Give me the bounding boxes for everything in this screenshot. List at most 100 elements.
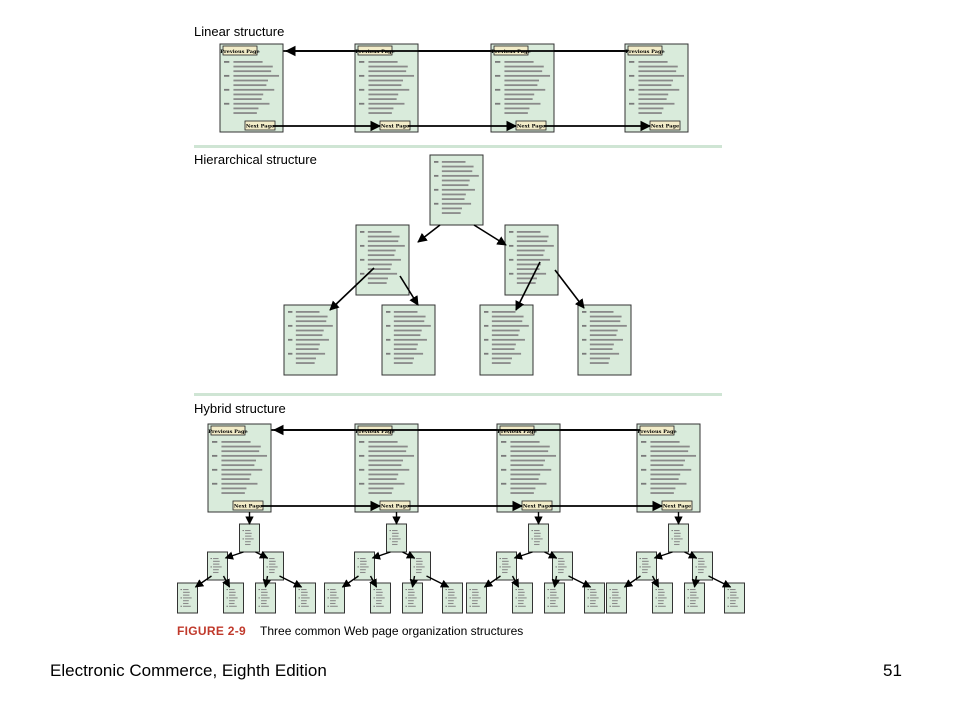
hybrid-tree-level3 xyxy=(512,582,533,614)
hybrid-tree-level2 xyxy=(552,551,573,581)
previous-page-button: Previous Page xyxy=(637,425,677,436)
previous-page-label: Previous Page xyxy=(497,429,536,435)
next-page-button: Next Page xyxy=(521,500,553,511)
hybrid-tree-level3 xyxy=(295,582,316,614)
hybrid-tree-level3 xyxy=(223,582,244,614)
hybrid-tree-arrow xyxy=(684,550,698,559)
divider-hierarchical xyxy=(194,393,722,396)
hybrid-tree-arrow xyxy=(483,575,501,588)
hierarchy-root-page xyxy=(429,154,484,226)
next-page-button: Next Page xyxy=(244,120,276,131)
hierarchy-level2-page xyxy=(355,224,410,296)
linear-structure-title: Linear structure xyxy=(194,24,285,39)
hybrid-tree-level3 xyxy=(606,582,627,614)
hybrid-tree-arrow xyxy=(568,575,592,588)
hierarchy-arrow xyxy=(515,261,541,311)
next-page-label: Next Page xyxy=(651,124,679,130)
hybrid-tree-level3 xyxy=(544,582,565,614)
hierarchy-arrow xyxy=(554,269,585,309)
next-page-label: Next Page xyxy=(381,504,409,510)
next-page-label: Next Page xyxy=(234,504,262,510)
previous-page-button: Previous Page xyxy=(625,45,665,56)
previous-page-label: Previous Page xyxy=(208,429,247,435)
next-page-button: Next Page xyxy=(661,500,693,511)
hybrid-tree-level3 xyxy=(584,582,605,614)
hybrid-tree-level3 xyxy=(177,582,198,614)
hybrid-tree-arrow xyxy=(691,575,700,588)
hierarchy-arrow xyxy=(399,275,419,306)
previous-page-label: Previous Page xyxy=(220,49,259,55)
hierarchical-structure-title: Hierarchical structure xyxy=(194,152,317,167)
hybrid-tree-arrow xyxy=(651,575,660,588)
hybrid-tree-arrow xyxy=(262,575,271,588)
next-page-button: Next Page xyxy=(379,500,411,511)
hybrid-tree-level2 xyxy=(263,551,284,581)
hybrid-tree-level2 xyxy=(692,551,713,581)
hybrid-tree-root xyxy=(239,523,260,553)
hierarchy-arrow xyxy=(417,224,441,243)
next-page-label: Next Page xyxy=(523,504,551,510)
hybrid-tree-arrow xyxy=(371,551,391,560)
hybrid-tree-arrow xyxy=(402,550,416,559)
next-page-button: Next Page xyxy=(232,500,264,511)
hybrid-tree-arrow xyxy=(255,550,269,559)
hybrid-tree-level3 xyxy=(684,582,705,614)
hybrid-tree-arrow xyxy=(224,551,244,560)
hybrid-tree-arrow xyxy=(511,575,520,588)
next-page-button: Next Page xyxy=(515,120,547,131)
hybrid-tree-level3 xyxy=(370,582,391,614)
hybrid-tree-arrow xyxy=(279,575,303,588)
hybrid-tree-arrow xyxy=(222,575,231,588)
hybrid-tree-root xyxy=(386,523,407,553)
hybrid-tree-arrow xyxy=(653,551,673,560)
hybrid-tree-level2 xyxy=(354,551,375,581)
hybrid-tree-level3 xyxy=(324,582,345,614)
previous-page-button: Previous Page xyxy=(208,425,248,436)
hybrid-tree-arrow xyxy=(341,575,359,588)
figure-caption: FIGURE 2-9 Three common Web page organiza… xyxy=(177,624,523,638)
figure-caption-text: Three common Web page organization struc… xyxy=(260,624,524,638)
hybrid-tree-level3 xyxy=(442,582,463,614)
previous-page-label: Previous Page xyxy=(625,49,664,55)
hybrid-tree-level2 xyxy=(636,551,657,581)
hybrid-tree-level2 xyxy=(496,551,517,581)
hybrid-tree-arrow xyxy=(369,575,378,588)
hybrid-tree-arrow xyxy=(513,551,533,560)
next-page-label: Next Page xyxy=(381,124,409,130)
hierarchy-level2-page xyxy=(504,224,559,296)
next-page-button: Next Page xyxy=(649,120,681,131)
hybrid-tree-arrow xyxy=(544,550,558,559)
hierarchy-level3-page xyxy=(283,304,338,376)
hybrid-tree-level3 xyxy=(652,582,673,614)
previous-page-button: Previous Page xyxy=(220,45,260,56)
hybrid-tree-arrow xyxy=(409,575,418,588)
hybrid-tree-arrow xyxy=(194,575,212,588)
hybrid-tree-level2 xyxy=(207,551,228,581)
hierarchy-level3-page xyxy=(479,304,534,376)
figure-label: FIGURE 2-9 xyxy=(177,624,247,638)
previous-page-label: Previous Page xyxy=(637,429,676,435)
hybrid-tree-level3 xyxy=(255,582,276,614)
next-page-label: Next Page xyxy=(517,124,545,130)
hybrid-tree-root xyxy=(668,523,689,553)
next-page-label: Next Page xyxy=(663,504,691,510)
hierarchy-level3-page xyxy=(577,304,632,376)
previous-page-label: Previous Page xyxy=(355,429,394,435)
hybrid-structure-title: Hybrid structure xyxy=(194,401,286,416)
hybrid-tree-level3 xyxy=(466,582,487,614)
hierarchy-level3-page xyxy=(381,304,436,376)
hybrid-tree-arrow xyxy=(551,575,560,588)
hierarchy-arrow xyxy=(329,267,375,311)
hybrid-tree-arrow xyxy=(426,575,450,588)
hybrid-tree-arrow xyxy=(708,575,732,588)
footer-page-number: 51 xyxy=(883,661,902,680)
